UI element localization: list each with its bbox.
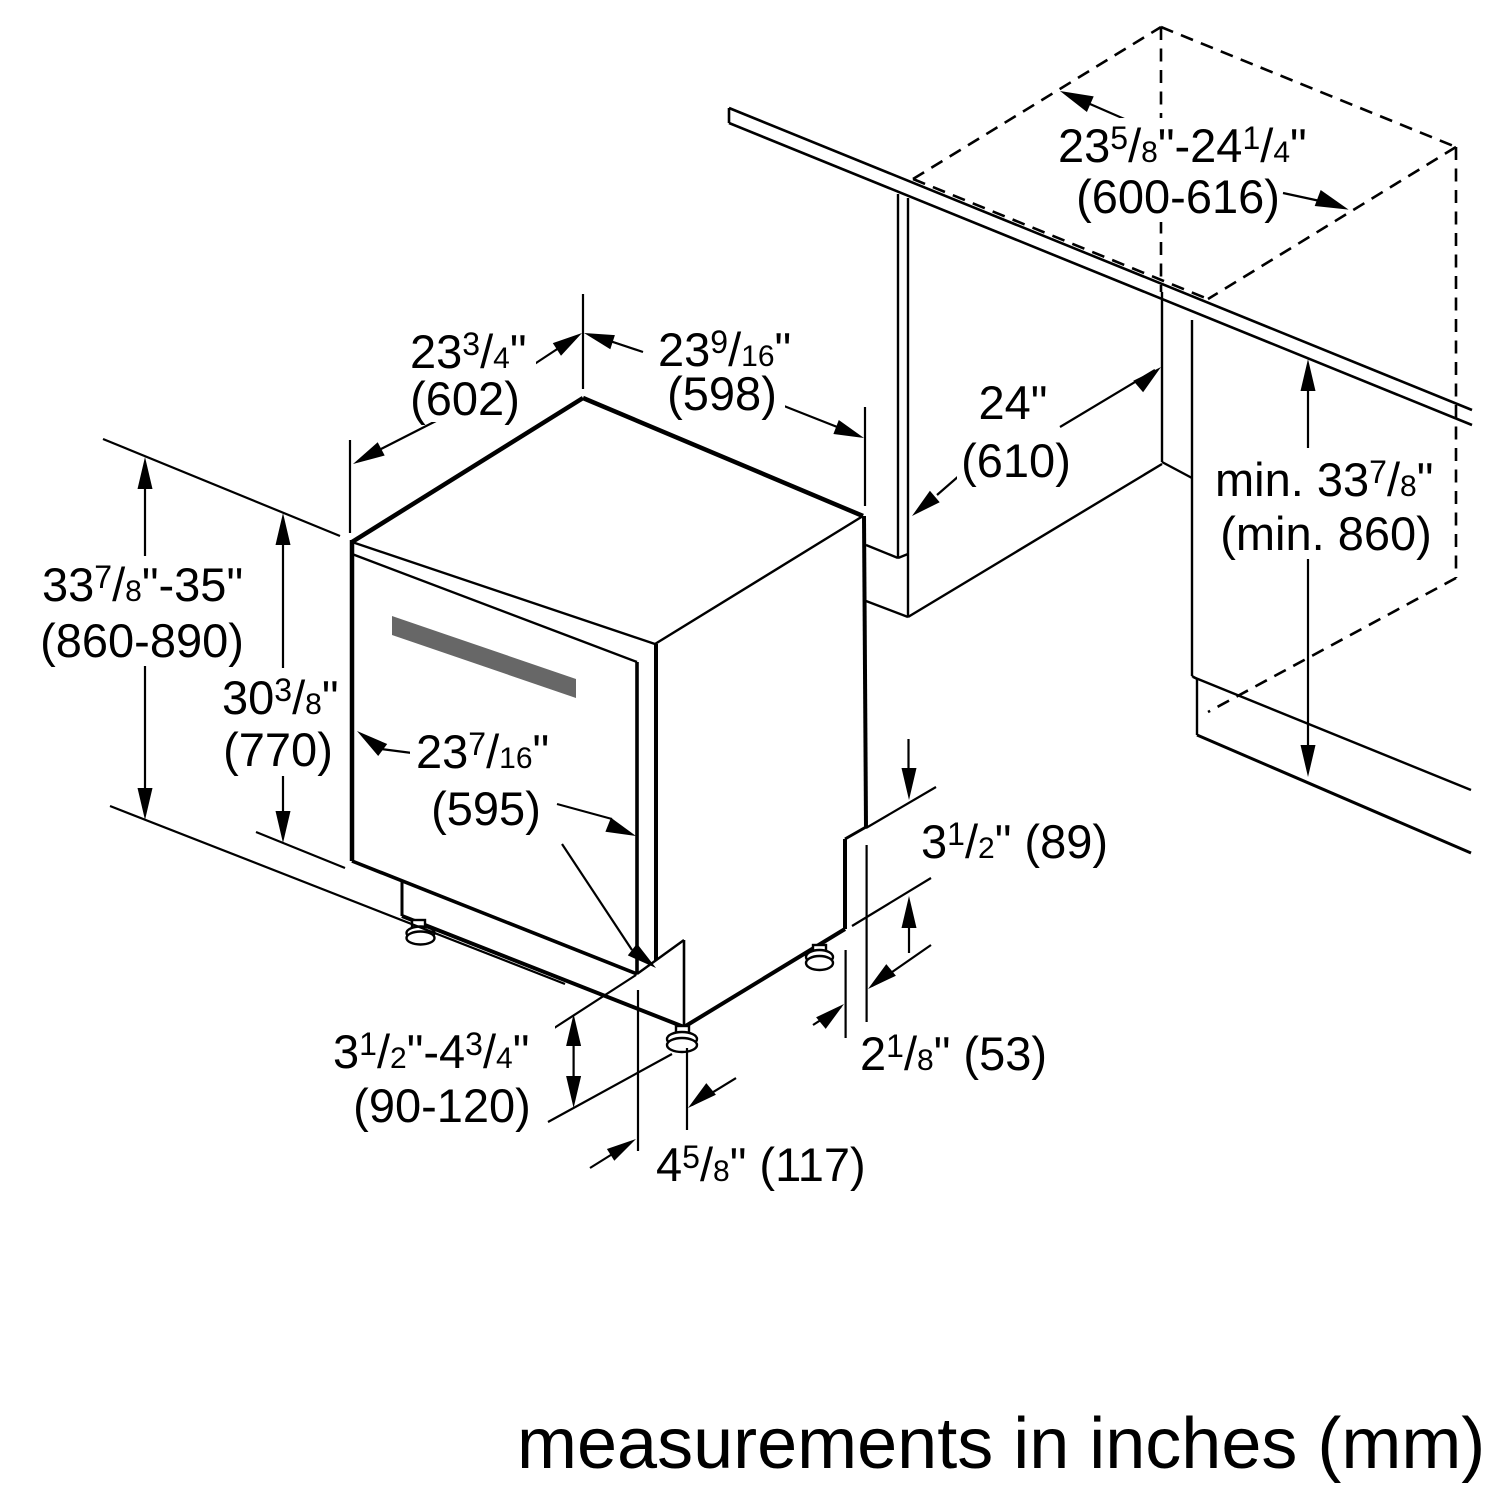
svg-text:(602): (602) bbox=[410, 372, 520, 425]
svg-text:235/8"-241/4": 235/8"-241/4" bbox=[1058, 119, 1307, 172]
svg-text:31/2"-43/4": 31/2"-43/4" bbox=[333, 1025, 529, 1078]
svg-text:337/8"-35": 337/8"-35" bbox=[42, 558, 243, 611]
svg-text:min. 337/8": min. 337/8" bbox=[1215, 453, 1433, 506]
svg-text:21/8" (53): 21/8" (53) bbox=[860, 1027, 1047, 1080]
svg-text:(595): (595) bbox=[431, 782, 541, 835]
svg-text:(770): (770) bbox=[223, 723, 333, 776]
svg-text:(860-890): (860-890) bbox=[40, 614, 244, 667]
svg-text:measurements in inches (mm): measurements in inches (mm) bbox=[517, 1404, 1485, 1484]
svg-text:(610): (610) bbox=[961, 434, 1071, 487]
svg-text:24": 24" bbox=[979, 376, 1048, 429]
svg-text:(600-616): (600-616) bbox=[1076, 170, 1280, 223]
svg-text:(90-120): (90-120) bbox=[353, 1079, 531, 1132]
svg-text:(598): (598) bbox=[667, 367, 777, 420]
svg-text:(min. 860): (min. 860) bbox=[1220, 507, 1432, 560]
svg-text:45/8" (117): 45/8" (117) bbox=[656, 1138, 866, 1191]
